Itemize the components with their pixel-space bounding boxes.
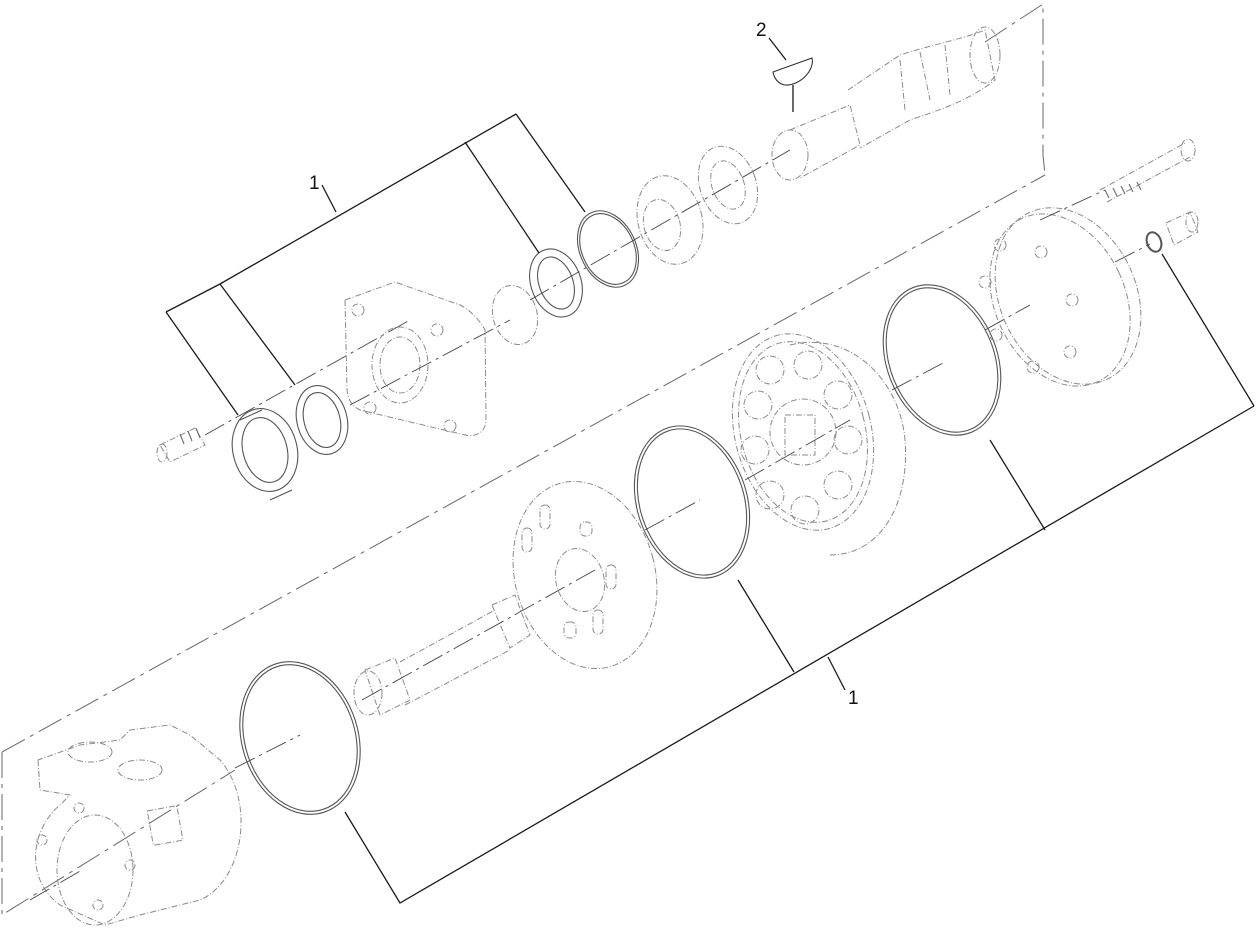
plug bbox=[1165, 211, 1199, 246]
leader-line-callout-2 bbox=[768, 37, 794, 112]
mounting-flange bbox=[344, 281, 511, 437]
phantom-boundary bbox=[1, 3, 1046, 916]
snap-ring bbox=[491, 284, 539, 346]
output-shaft bbox=[771, 26, 1001, 181]
woodruff-key bbox=[772, 57, 813, 86]
seal-washer bbox=[1114, 231, 1163, 263]
front-screw bbox=[156, 319, 411, 463]
o-ring-middle bbox=[633, 425, 751, 579]
needle-bearing bbox=[697, 145, 759, 225]
callout-label-1-bottom: 1 bbox=[848, 688, 859, 709]
drive-shaft bbox=[353, 569, 596, 716]
shaft-seal-inner bbox=[295, 385, 349, 455]
o-ring-rear bbox=[882, 284, 1002, 436]
leader-lines-callout-1-top bbox=[165, 113, 586, 416]
callout-label-1-top: 1 bbox=[309, 173, 320, 194]
housing bbox=[29, 724, 301, 926]
end-cover bbox=[978, 207, 1142, 387]
callout-label-2: 2 bbox=[756, 20, 767, 41]
large-o-ring-front bbox=[239, 661, 361, 815]
leader-lines-callout-1-bottom bbox=[344, 253, 1255, 904]
shaft-seal-outer bbox=[231, 408, 299, 501]
gerotor-set bbox=[731, 333, 907, 556]
cap-screw bbox=[1039, 138, 1196, 221]
wear-plate bbox=[512, 480, 658, 670]
backup-o-ring bbox=[529, 149, 791, 301]
thrust-washer bbox=[636, 175, 704, 265]
seal-ring bbox=[529, 248, 583, 318]
